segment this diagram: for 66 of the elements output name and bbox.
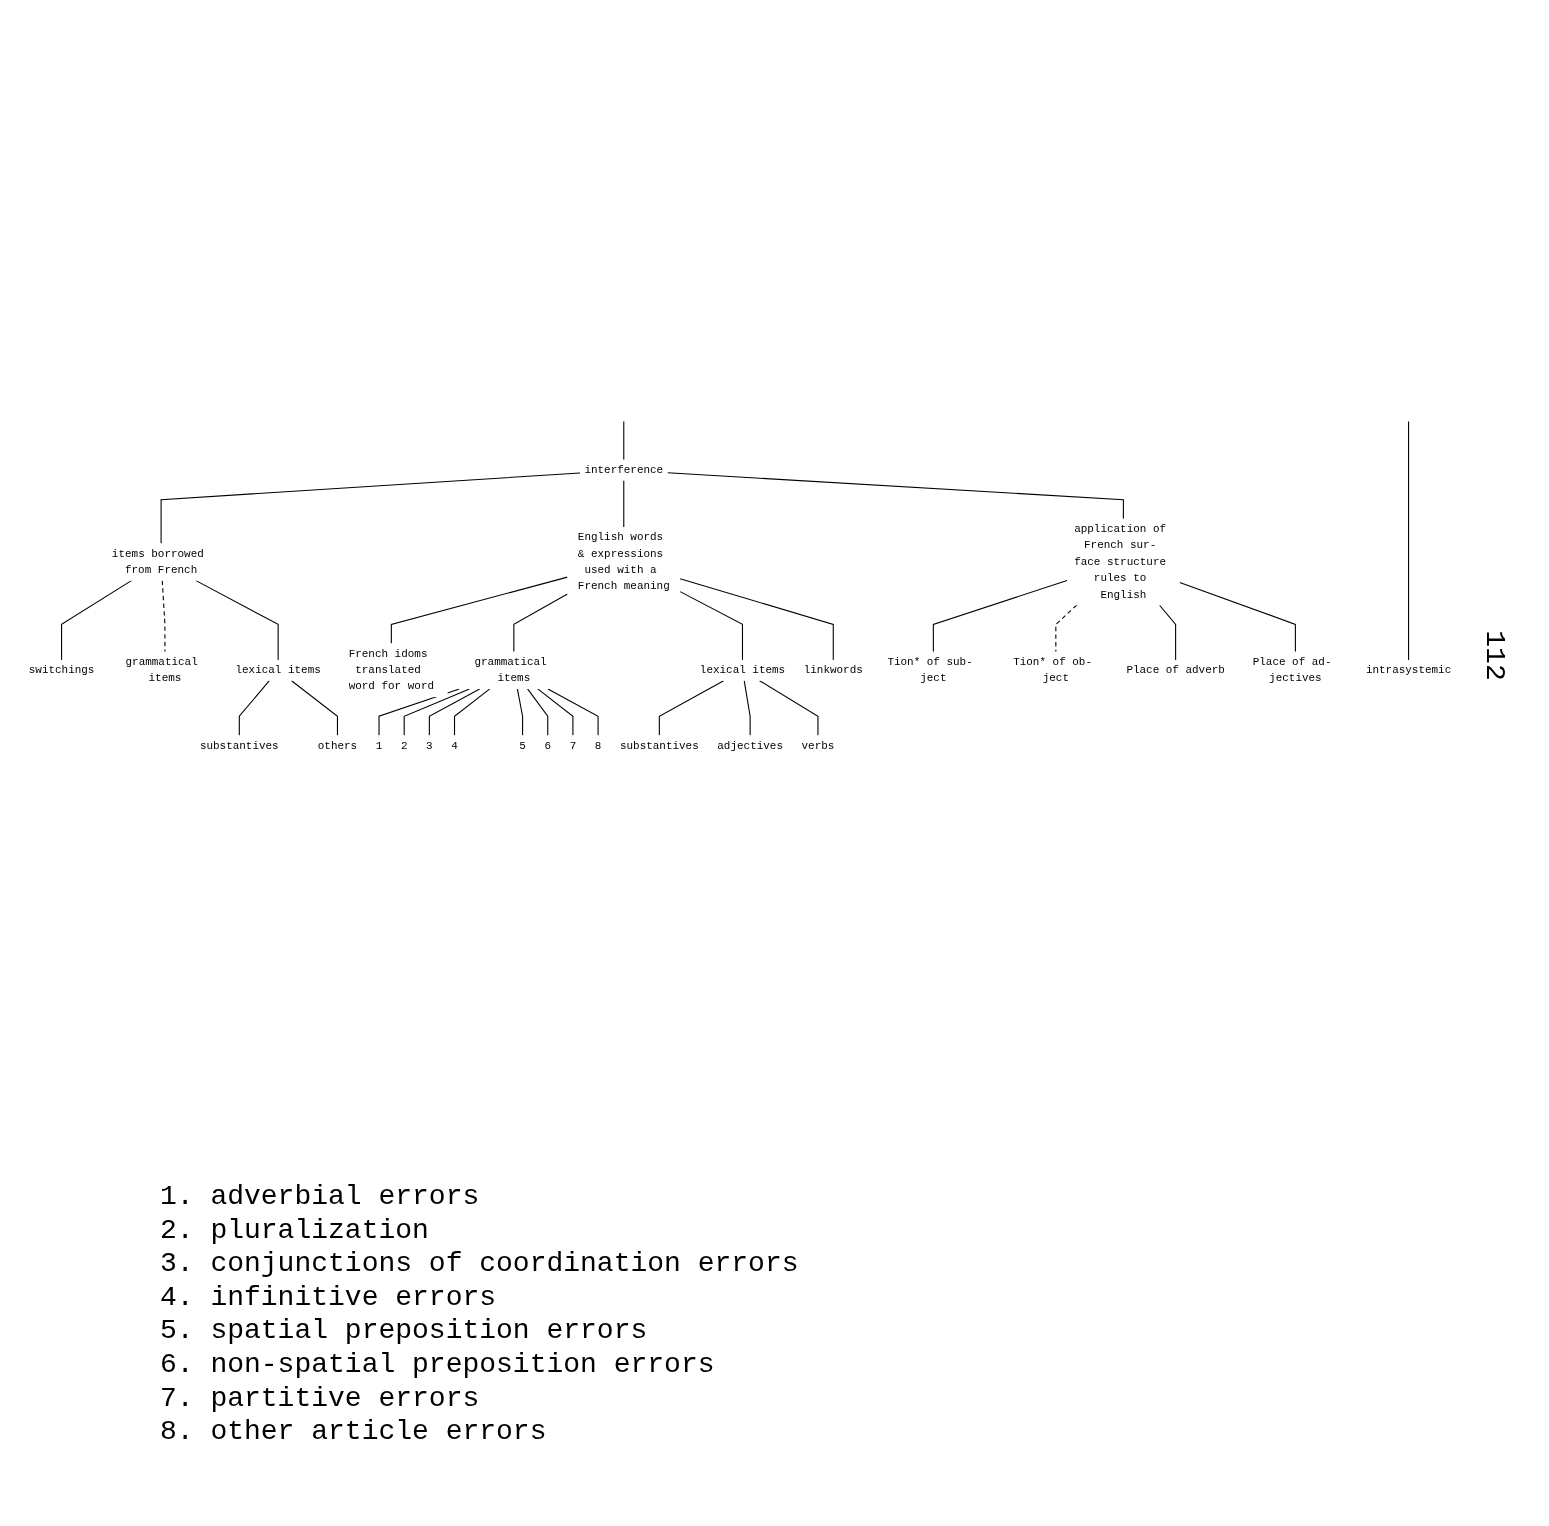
node-text: linkwords bbox=[803, 663, 863, 677]
legend-note: 2. pluralization bbox=[160, 1213, 430, 1248]
connector bbox=[1408, 420, 1410, 661]
connector bbox=[932, 579, 1068, 653]
connector bbox=[759, 680, 819, 736]
node-text: Tion* of ob- ject bbox=[1013, 655, 1092, 685]
connector bbox=[238, 680, 270, 736]
connector bbox=[161, 580, 166, 653]
connector bbox=[667, 472, 1124, 520]
node-text: English words & expressions used with a French meaning bbox=[577, 530, 670, 593]
node-text: lexical items bbox=[235, 663, 321, 677]
node-text: interference bbox=[584, 463, 664, 477]
node-text: 3 bbox=[426, 739, 433, 752]
connector bbox=[390, 576, 568, 645]
node-text: adjectives bbox=[717, 739, 783, 752]
connector bbox=[160, 472, 581, 544]
node-text: Place of adverb bbox=[1126, 663, 1225, 677]
node-text: grammatical items bbox=[474, 655, 547, 685]
node-text: verbs bbox=[801, 739, 835, 752]
legend-note: 1. adverbial errors bbox=[160, 1180, 481, 1214]
connector bbox=[403, 688, 470, 736]
node-text: others bbox=[317, 739, 358, 752]
connector bbox=[679, 578, 834, 661]
connector bbox=[428, 688, 481, 736]
connector bbox=[743, 680, 751, 736]
node-text: switchings bbox=[28, 663, 95, 677]
connector bbox=[378, 688, 460, 736]
node-text: substantives bbox=[619, 739, 699, 752]
node-text: 8 bbox=[594, 739, 602, 752]
node-text: French idoms translated word for word bbox=[348, 647, 435, 693]
node-text: 2 bbox=[400, 739, 408, 752]
node-text: 7 bbox=[569, 739, 577, 752]
page-number: 112 bbox=[1478, 630, 1510, 681]
node-text: Place of ad- jectives bbox=[1252, 655, 1332, 685]
connector bbox=[679, 591, 744, 661]
node-text: 5 bbox=[519, 739, 526, 752]
node-text: lexical items bbox=[699, 663, 786, 677]
legend-note: 6. non-spatial preposition errors bbox=[160, 1347, 716, 1382]
node-text: substantives bbox=[199, 739, 279, 752]
node-text: grammatical items bbox=[125, 655, 198, 685]
connector bbox=[1179, 581, 1296, 653]
node-text: Tion* of sub- ject bbox=[887, 655, 973, 685]
connector bbox=[623, 480, 625, 528]
connector bbox=[658, 680, 725, 736]
node-text: 4 bbox=[451, 739, 458, 752]
node-text: application of French sur- face structure rules to English bbox=[1074, 522, 1167, 601]
connector bbox=[623, 420, 625, 461]
connector bbox=[516, 688, 524, 736]
legend-note: 7. partitive errors bbox=[160, 1381, 481, 1416]
node-text: 6 bbox=[544, 739, 552, 752]
connector bbox=[513, 593, 568, 653]
node-text: items borrowed from French bbox=[111, 547, 204, 577]
node-text: 1 bbox=[375, 739, 383, 752]
connector bbox=[61, 580, 132, 661]
connector bbox=[195, 580, 279, 661]
connector bbox=[291, 680, 338, 736]
legend-note: 3. conjunctions of coordination errors bbox=[160, 1247, 799, 1281]
connector bbox=[537, 688, 574, 736]
connector bbox=[1159, 604, 1177, 661]
legend-note: 5. spatial preposition errors bbox=[160, 1314, 649, 1348]
connector bbox=[547, 688, 599, 736]
legend-note: 4. infinitive errors bbox=[160, 1280, 498, 1315]
connector bbox=[527, 688, 549, 736]
connector bbox=[453, 688, 491, 736]
legend-note: 8. other article errors bbox=[160, 1415, 548, 1449]
node-text: intrasystemic bbox=[1365, 663, 1452, 677]
